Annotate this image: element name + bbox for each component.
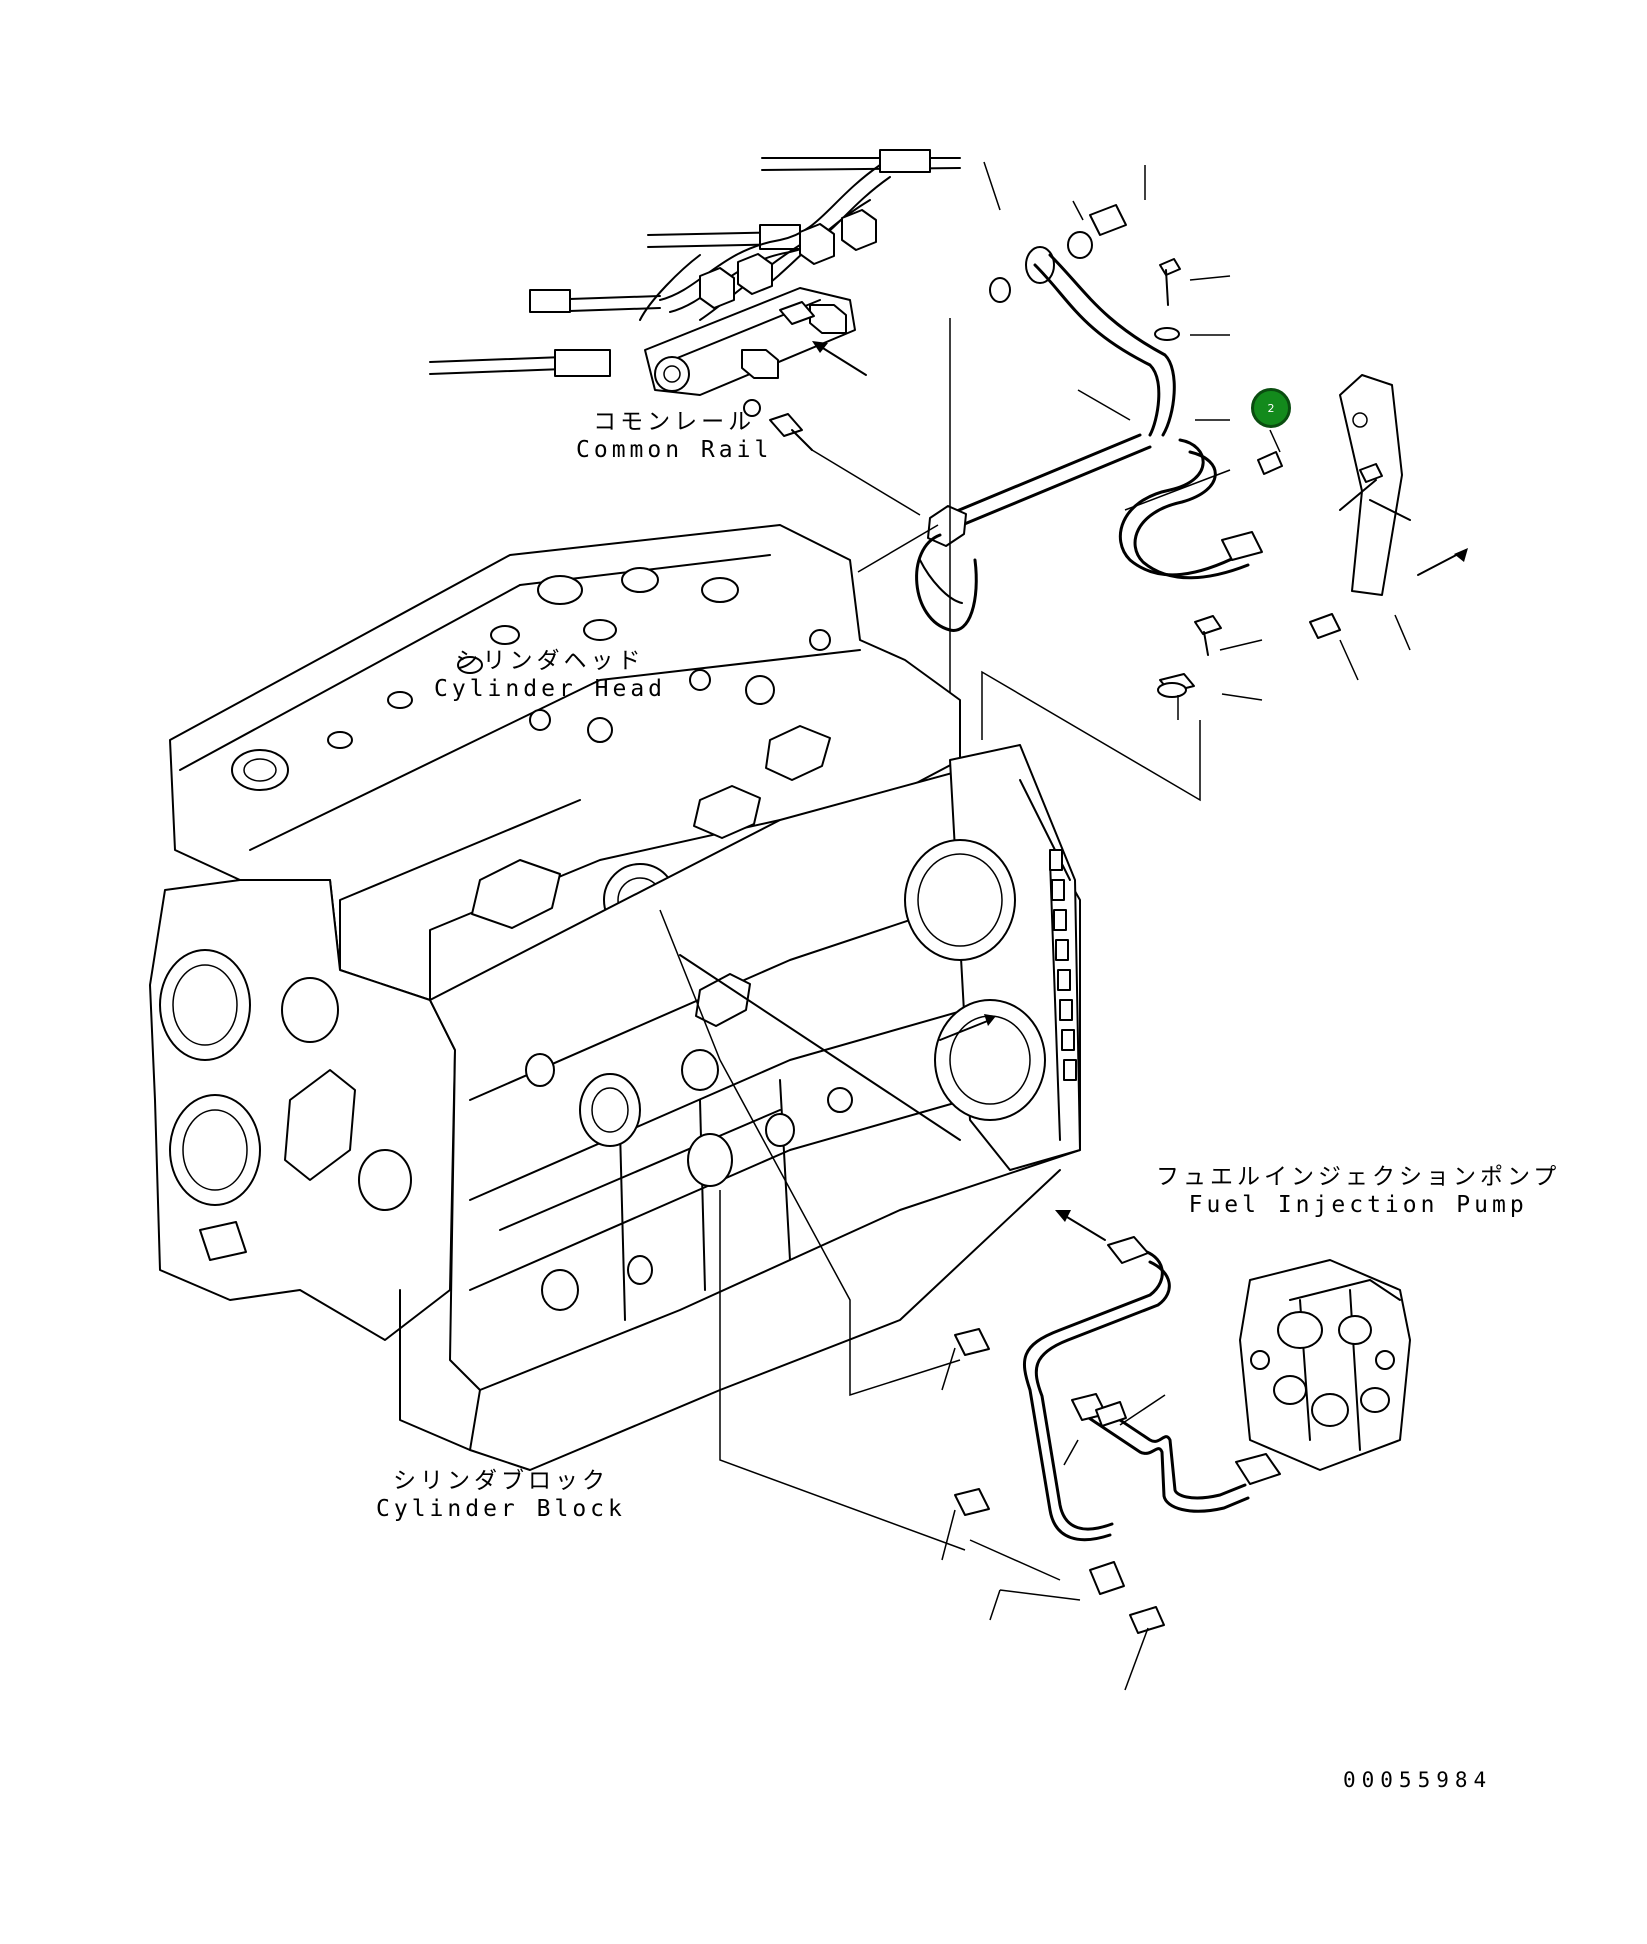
upper-fuel-lines (811, 161, 1468, 802)
part-callout-2[interactable]: 2 (1251, 388, 1291, 428)
common-rail-assembly (429, 149, 961, 451)
cylinder-head-label: シリンダヘッド Cylinder Head (434, 647, 666, 703)
fuel-injection-pump-label: フュエルインジェクションポンプ Fuel Injection Pump (1156, 1163, 1560, 1219)
cylinder-head-label-en: Cylinder Head (434, 676, 667, 702)
cylinder-block-label-en: Cylinder Block (376, 1496, 626, 1522)
cylinder-head-label-jp: シリンダヘッド (455, 648, 645, 674)
diagram-reference-number: 00055984 (1343, 1768, 1493, 1792)
fuel-injection-pump-label-en: Fuel Injection Pump (1188, 1192, 1528, 1218)
callout-leader (1269, 429, 1281, 453)
lower-fuel-line-and-pump (941, 1210, 1411, 1691)
fuel-injection-pump-label-jp: フュエルインジェクションポンプ (1156, 1164, 1561, 1190)
common-rail-label-jp: コモンレール (593, 409, 756, 435)
cylinder-head (169, 524, 961, 1001)
common-rail-label: コモンレール Common Rail (576, 408, 772, 464)
cylinder-block-label-jp: シリンダブロック (392, 1468, 609, 1494)
cylinder-block-label: シリンダブロック Cylinder Block (376, 1467, 626, 1523)
cylinder-block (149, 744, 1081, 1551)
common-rail-label-en: Common Rail (576, 437, 773, 463)
